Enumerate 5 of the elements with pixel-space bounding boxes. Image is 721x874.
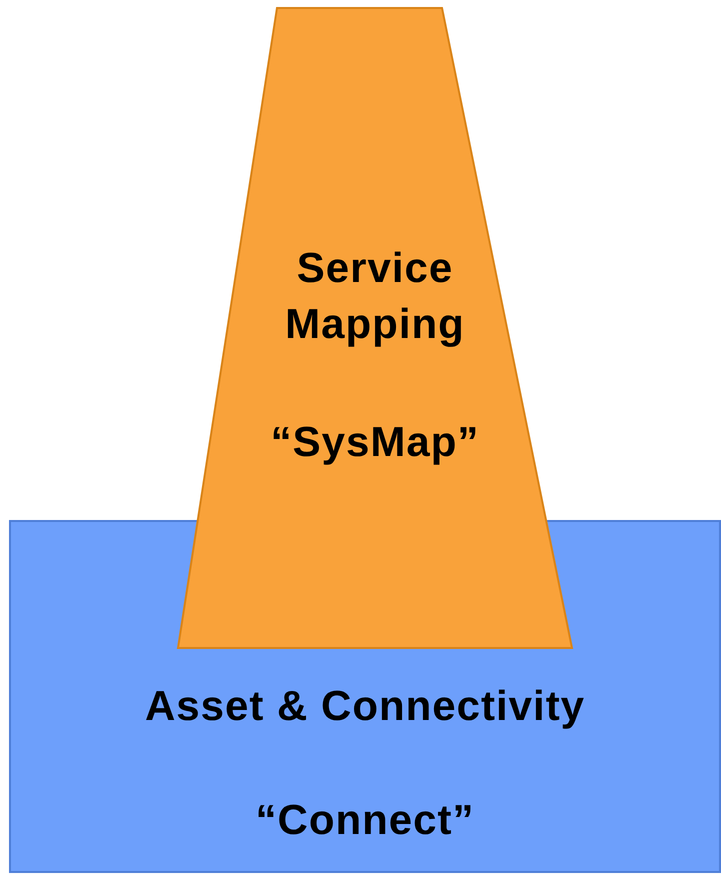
block-title: Asset & Connectivity xyxy=(144,681,586,731)
block-title: Service Mapping xyxy=(284,243,466,349)
trapezoid-shape xyxy=(176,6,574,650)
block-subtitle: “Connect” xyxy=(256,795,474,845)
block-subtitle: “SysMap” xyxy=(270,417,480,467)
